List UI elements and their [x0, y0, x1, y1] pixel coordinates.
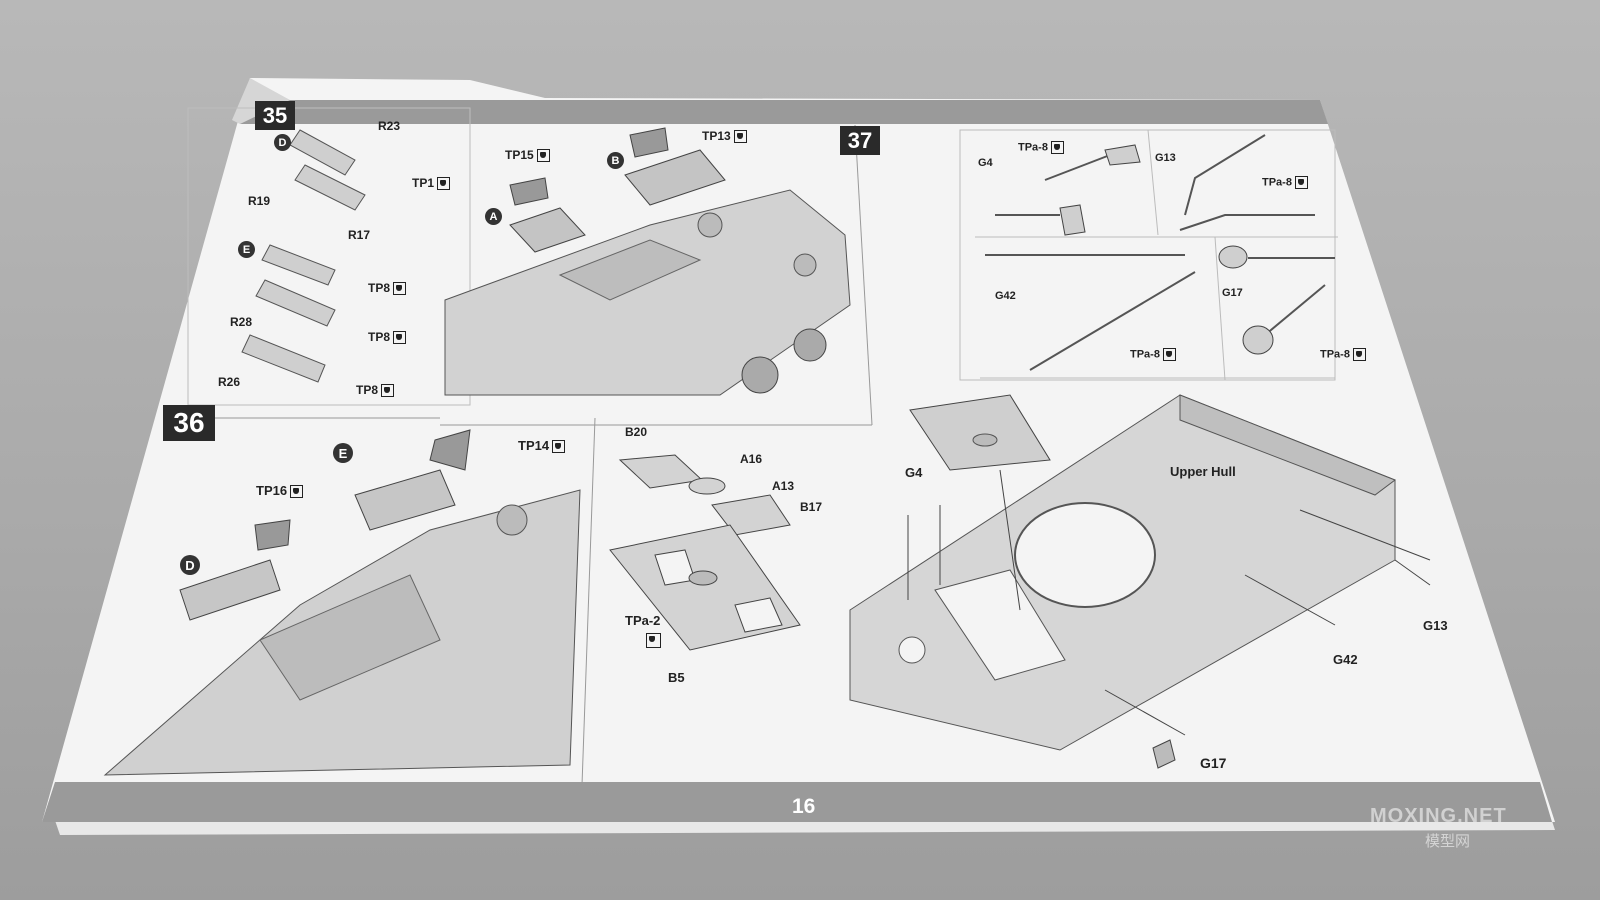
page-number: 16	[792, 795, 816, 818]
variant-e-marker-36: E	[333, 443, 353, 463]
upper-hull-drawing	[849, 394, 1397, 769]
part-label-g13-top: G13	[1155, 152, 1176, 164]
photoetch-icon	[393, 331, 407, 345]
part-label-tpa8-a: TPa-8	[1018, 141, 1064, 154]
part-label-upper-hull: Upper Hull	[1170, 464, 1236, 479]
photoetch-icon	[536, 149, 550, 163]
part-label-tpa8-b: TPa-8	[1262, 176, 1308, 189]
bottom-band	[42, 782, 1552, 822]
part-label-r17: R17	[348, 228, 371, 242]
part-label-g4-top: G4	[978, 157, 993, 169]
photoetch-icon	[1162, 348, 1176, 361]
part-label-tp15: TP15	[505, 148, 550, 163]
step-number-37: 37	[840, 126, 880, 155]
part-label-tp8-a: TP8	[368, 281, 407, 296]
step-number-36: 36	[163, 405, 215, 441]
photoetch-icon	[1050, 141, 1064, 154]
part-label-r23: R23	[378, 119, 401, 133]
part-label-g17-top: G17	[1222, 287, 1243, 299]
photoetch-icon	[646, 633, 661, 648]
part-label-a16: A16	[740, 452, 763, 466]
part-label-tp14: TP14	[518, 438, 566, 454]
photoetch-icon	[290, 485, 304, 499]
photoetch-icon	[1294, 176, 1308, 189]
part-label-g4: G4	[905, 465, 923, 480]
part-label-b17: B17	[800, 500, 823, 514]
part-label-g42: G42	[1333, 652, 1358, 667]
part-label-tp8-b: TP8	[368, 330, 407, 345]
part-label-g13: G13	[1423, 618, 1448, 633]
part-label-g17: G17	[1200, 755, 1227, 771]
part-label-tp13: TP13	[702, 129, 747, 144]
part-label-b5: B5	[668, 670, 685, 685]
part-label-tpa8-d: TPa-8	[1320, 348, 1366, 361]
photoetch-icon	[381, 384, 395, 398]
variant-d-marker-36: D	[180, 555, 200, 575]
part-label-b20: B20	[625, 425, 648, 439]
step35-hull-drawing	[444, 127, 851, 396]
step-number-35: 35	[255, 101, 295, 130]
photoetch-icon	[393, 282, 407, 296]
step36-hatch-drawing	[609, 454, 801, 651]
part-label-tpa8-c: TPa-8	[1130, 348, 1176, 361]
part-label-g42-top: G42	[995, 290, 1016, 302]
part-label-a13: A13	[772, 479, 795, 493]
variant-b-marker: B	[607, 152, 624, 169]
part-label-r19: R19	[248, 194, 271, 208]
part-label-r26: R26	[218, 375, 241, 389]
watermark-sub: 模型网	[1425, 833, 1471, 850]
part-label-tp8-c: TP8	[356, 383, 395, 398]
part-label-tp1: TP1	[412, 176, 451, 191]
photoetch-icon	[733, 130, 747, 144]
watermark-brand: MOXING.NET	[1370, 805, 1507, 827]
step36-hull-drawing	[103, 429, 581, 776]
variant-e-marker: E	[238, 241, 255, 258]
photoetch-icon	[552, 440, 566, 454]
part-label-tpa2: TPa-2	[625, 613, 661, 628]
part-label-r28: R28	[230, 315, 253, 329]
photoetch-icon	[1352, 348, 1366, 361]
variant-d-marker: D	[274, 134, 291, 151]
variant-a-marker: A	[485, 208, 502, 225]
photoetch-icon	[437, 177, 451, 191]
part-label-tp16: TP16	[256, 483, 304, 499]
